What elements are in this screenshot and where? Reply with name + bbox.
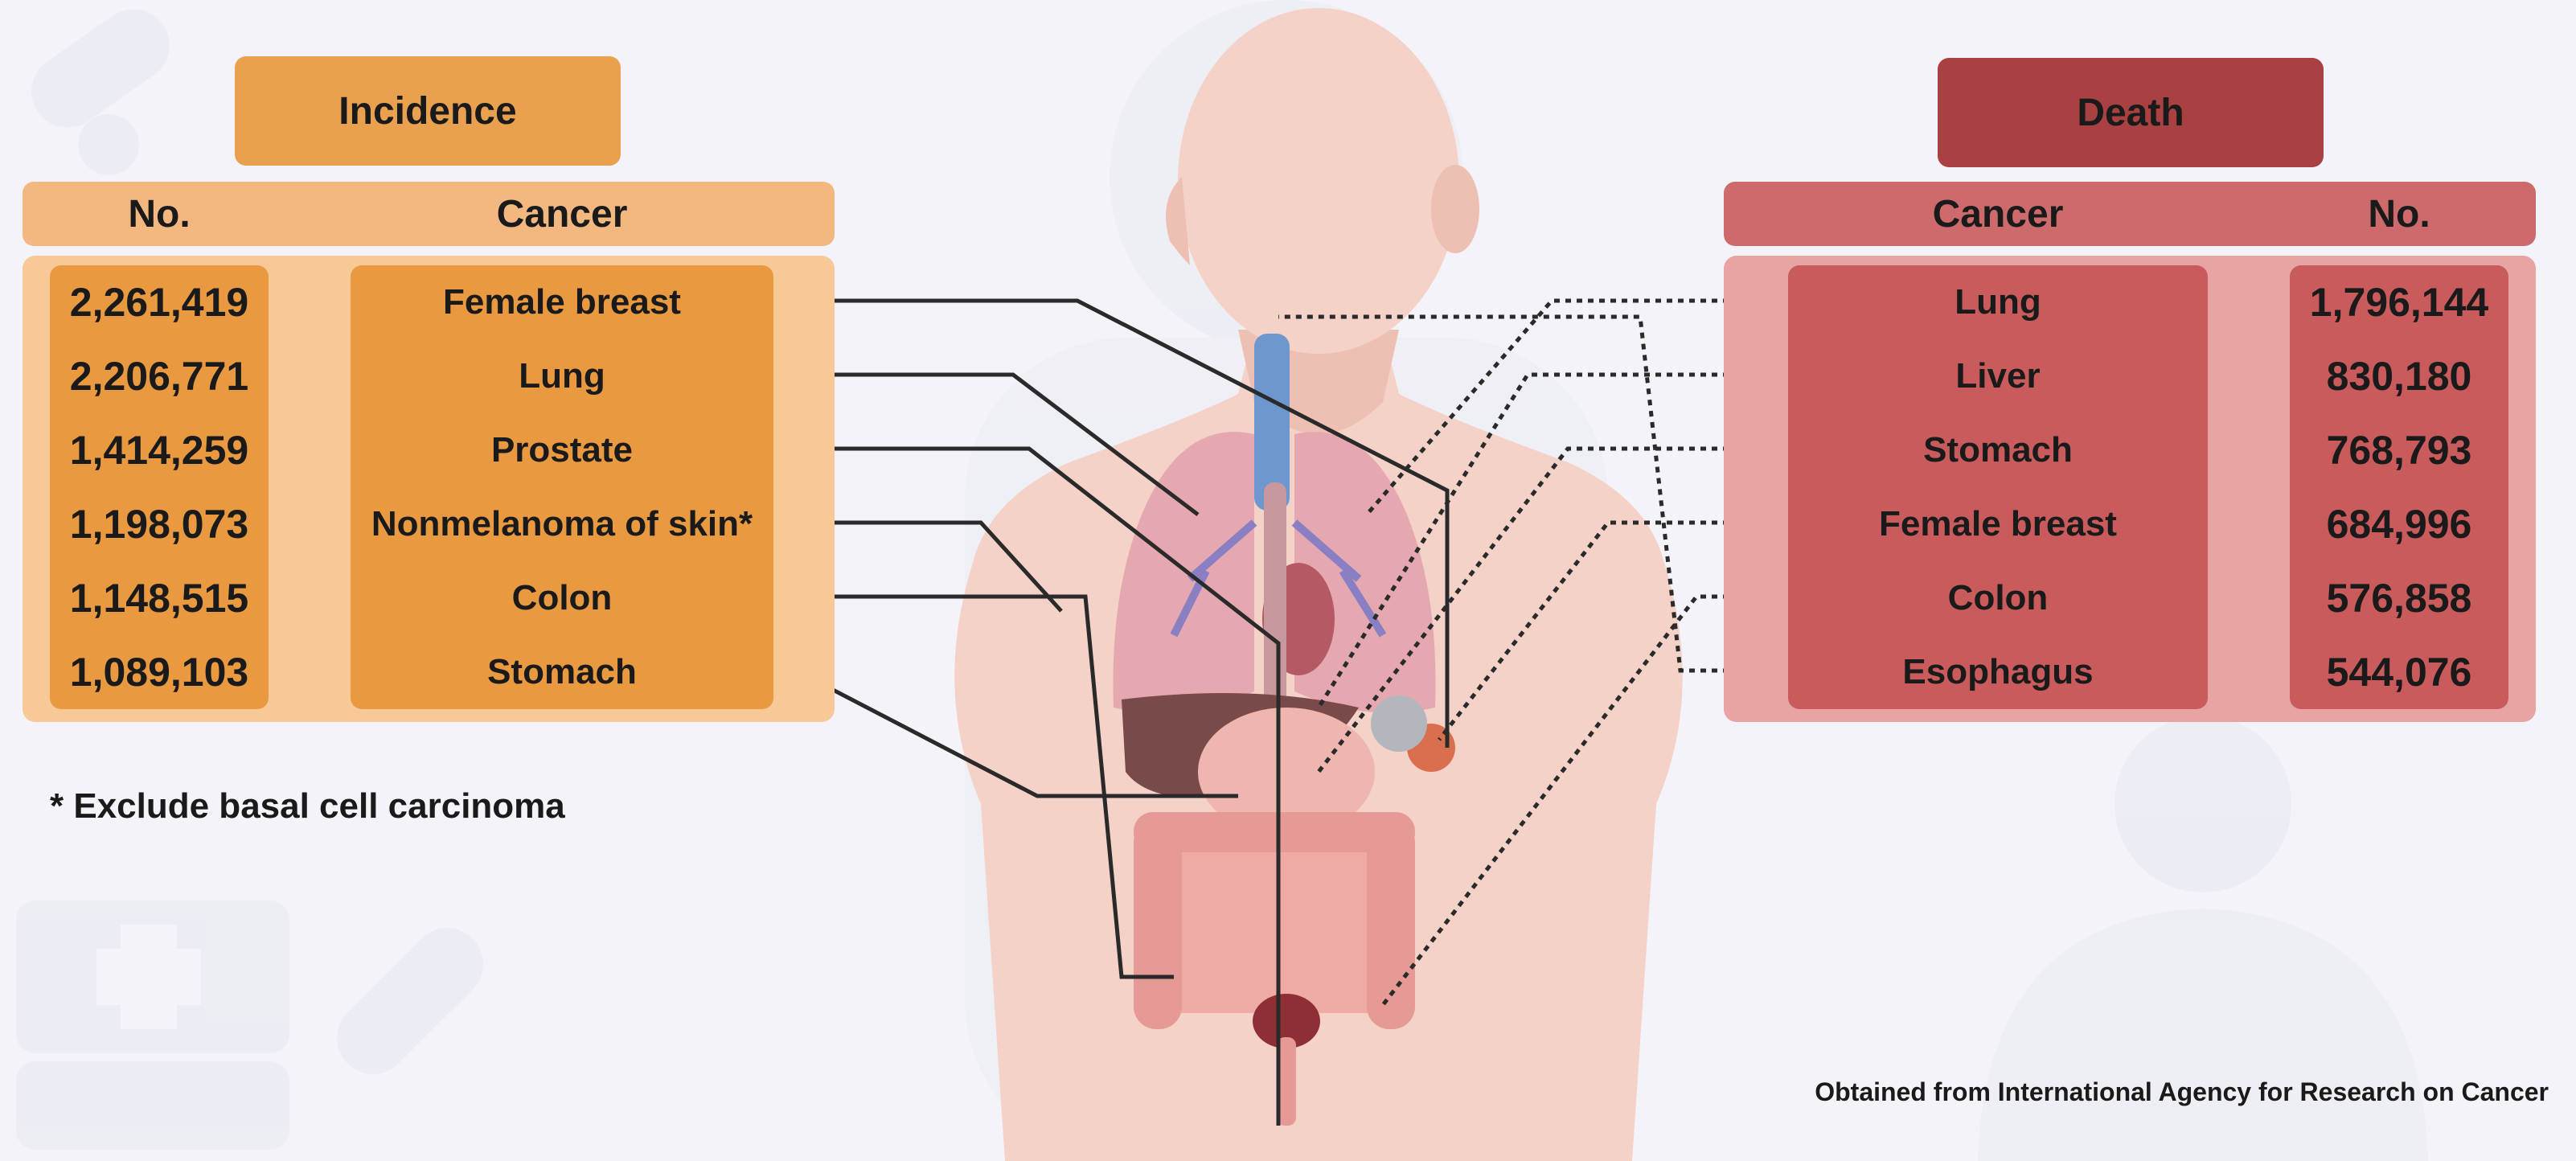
breast-tissue [1371,695,1455,772]
connector-death-stomach [1317,446,1762,773]
incidence-no-column [50,265,269,709]
death-no-cell: 544,076 [2326,650,2472,695]
connector-stomach [794,668,1238,798]
death-no-cell: 684,996 [2326,502,2472,547]
trachea [1254,334,1290,511]
death-no-column [2290,265,2508,709]
connector-colon [796,594,1174,979]
incidence-no-cell: 1,148,515 [69,576,249,621]
incidence-cancer-cell: Colon [511,578,613,617]
incidence-cancer-list: Female breast Lung Prostate Nonmelanoma … [351,265,773,709]
incidence-cancer-cell: Female breast [443,282,681,322]
death-title: Death [1938,58,2324,167]
death-connectors [1278,298,1762,1007]
death-cancer-list: Lung Liver Stomach Female breast Colon E… [1788,265,2208,709]
source-note: Obtained from International Agency for R… [1815,1077,2549,1106]
incidence-no-cell: 2,261,419 [69,280,249,325]
connector-death-colon [1381,594,1762,1007]
death-header-no: No. [2368,192,2430,236]
connector-female-breast [796,298,1450,748]
death-no-cell: 768,793 [2326,428,2472,473]
death-cancer-cell: Female breast [1879,504,2117,544]
incidence-cancer-cell: Lung [519,356,605,396]
connector-prostate [796,446,1281,1126]
incidence-connectors [794,298,1450,1126]
death-no-cell: 576,858 [2326,576,2472,621]
death-cancer-column [1788,265,2208,709]
incidence-no-cell: 2,206,771 [69,354,249,399]
connector-death-female-breast [1438,520,1762,741]
incidence-cancer-column [351,265,773,709]
esophagus [1264,482,1286,740]
death-header-cancer: Cancer [1932,192,2064,236]
connector-death-liver [1316,372,1762,709]
connector-nonmelanoma [796,520,1063,613]
background-capsule-icon [337,928,483,1074]
incidence-header-cancer: Cancer [496,192,628,236]
incidence-no-list: 2,261,419 2,206,771 1,414,259 1,198,073 … [50,265,269,709]
stomach [1198,708,1375,836]
footnote: * Exclude basal cell carcinoma [50,786,565,826]
bladder [1253,994,1320,1126]
connector-death-lung [1365,298,1762,516]
death-cancer-cell: Liver [1955,356,2041,396]
incidence-no-cell: 1,198,073 [69,502,249,547]
death-cancer-cell: Esophagus [1902,652,2094,691]
connector-death-esophagus [1278,314,1762,673]
death-header-row: Cancer No. [1724,182,2536,246]
incidence-title: Incidence [235,56,621,166]
background-pill-icon [31,9,170,175]
incidence-header-row: No. Cancer [23,182,835,246]
death-cancer-cell: Stomach [1923,430,2073,470]
death-no-cell: 1,796,144 [2309,280,2489,325]
incidence-cancer-cell: Stomach [487,652,637,691]
background-medical-cross-icon [16,900,289,1150]
connector-lung [796,372,1200,516]
death-no-list: 1,796,144 830,180 768,793 684,996 576,85… [2290,265,2508,709]
incidence-header-no: No. [128,192,191,236]
death-cancer-cell: Lung [1955,282,2041,322]
incidence-no-cell: 1,089,103 [69,650,249,695]
background-doctor-icon [1978,716,2428,1161]
incidence-cancer-cell: Prostate [490,430,634,470]
incidence-cancer-cell: Nonmelanoma of skin* [371,504,753,544]
death-no-cell: 830,180 [2326,354,2472,399]
incidence-no-cell: 1,414,259 [69,428,249,473]
death-cancer-cell: Colon [1947,578,2049,617]
